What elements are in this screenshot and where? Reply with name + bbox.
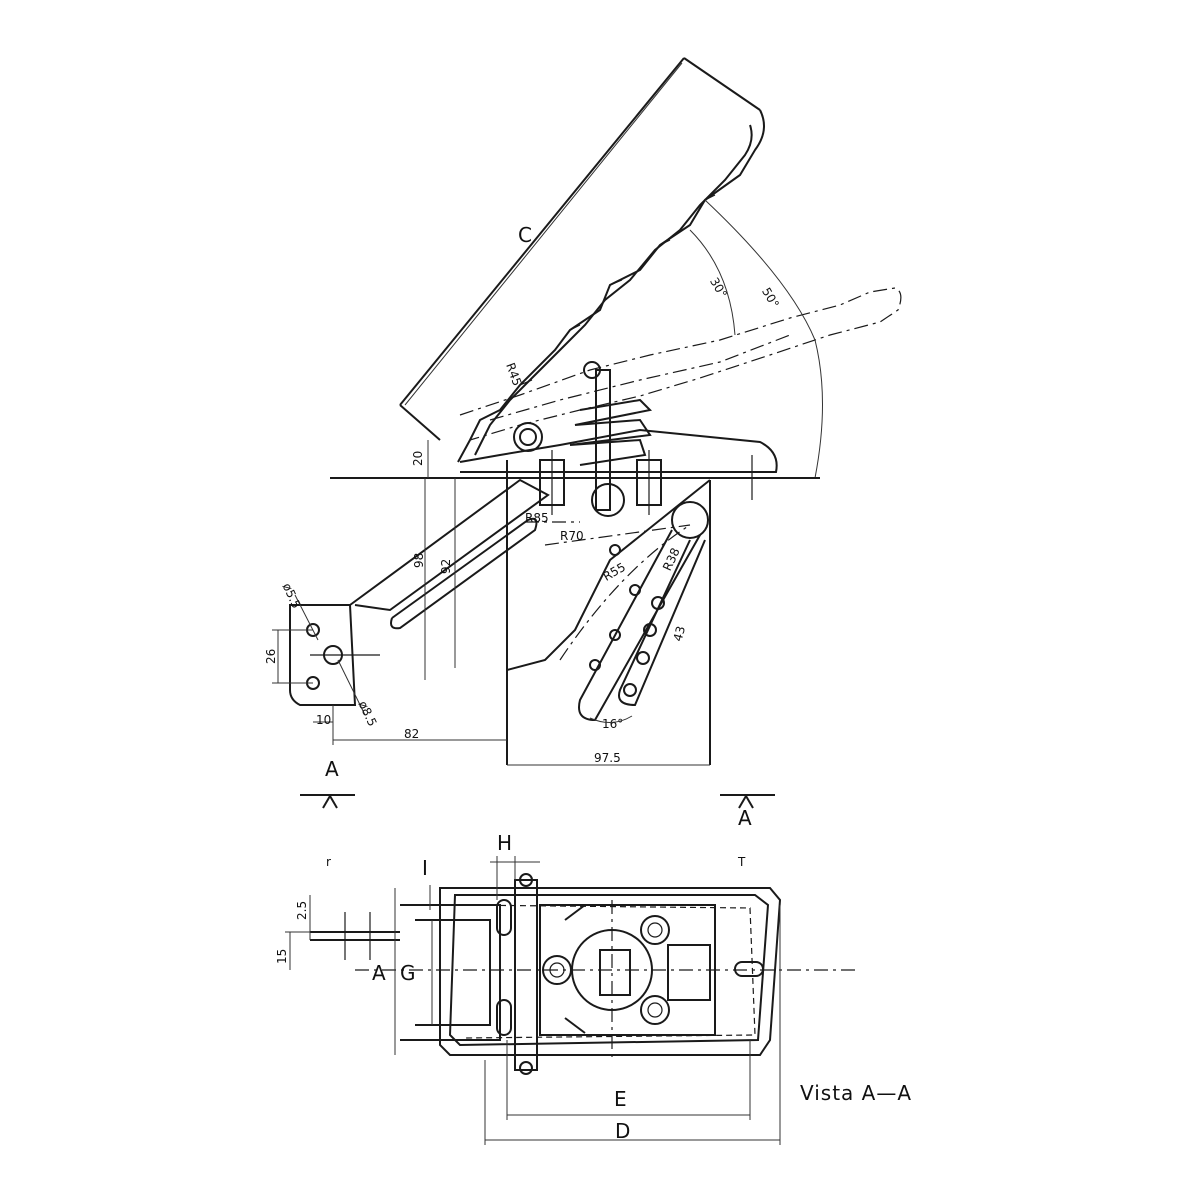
body-inner: [448, 894, 770, 1047]
h-bar-bot: [519, 1061, 533, 1075]
section-arrow-left: [322, 794, 338, 809]
plan-view: 2.5 15 A G I H E D Vista A—A r T: [275, 831, 912, 1145]
radius-r38: R38: [660, 546, 683, 573]
arm-hole-1: [589, 659, 601, 671]
label-g: G: [400, 961, 416, 985]
body-outline: [439, 887, 782, 1056]
nut-bot: [640, 995, 670, 1025]
arc-large: [559, 524, 691, 661]
arm-hole-6: [636, 651, 650, 665]
pivot-inner: [519, 428, 537, 446]
angle-30: 30°: [707, 275, 730, 300]
right-slot: [734, 961, 764, 977]
pivot-outer: [513, 422, 543, 452]
dim-98: 98: [412, 553, 426, 568]
lever-slot: [390, 517, 538, 630]
arc-50: [704, 199, 823, 479]
arm-pivot: [671, 501, 709, 539]
nut-top-in: [647, 922, 663, 938]
slot-bot: [496, 999, 512, 1036]
pedal-depressed-inner: [489, 334, 791, 421]
lever-arm: [349, 478, 550, 612]
angle-50: 50°: [759, 285, 782, 310]
hex-block: [667, 944, 711, 1001]
label-c: C: [518, 223, 532, 247]
mount-plate: [289, 604, 357, 706]
dim-20: 20: [411, 451, 425, 466]
pedal-lower-edge: [399, 404, 441, 441]
rod-block: [599, 949, 631, 996]
dim-15: 15: [275, 949, 289, 964]
label-i: I: [422, 856, 428, 880]
bracket-body: [506, 479, 711, 671]
dim-97-5: 97.5: [594, 751, 621, 765]
base-plate: [459, 428, 778, 473]
dim-10: 10: [316, 713, 331, 727]
pedal-top-cap: [683, 57, 761, 111]
side-view: C 30° 50° R45: [264, 57, 902, 830]
mark-right-tick: T: [737, 855, 746, 869]
left-clamp: [400, 904, 501, 1041]
dim-2-5: 2.5: [295, 901, 309, 920]
arm-hole-3: [629, 584, 641, 596]
arm-hole-5: [643, 623, 657, 637]
arc-30: [689, 229, 736, 336]
arm-hole-4: [651, 596, 665, 610]
arc-16: [589, 715, 633, 723]
dim-phi5-5: ø5.5: [280, 581, 304, 611]
rod-bottom-joint: [591, 483, 625, 517]
pedal-depressed-outline: [459, 287, 902, 441]
dim-43: 43: [671, 624, 688, 642]
body-hidden: [459, 904, 756, 1039]
nut-top: [640, 915, 670, 945]
label-h: H: [497, 831, 512, 855]
dim-26: 26: [264, 649, 278, 664]
section-arrow-right: [738, 794, 754, 809]
label-plan-a: A: [372, 961, 386, 985]
dim-c-line: [404, 62, 683, 406]
slot-diag-1: [564, 904, 586, 921]
pedal-top-edge: [399, 57, 685, 406]
h-bar: [514, 879, 538, 1071]
radius-r70: R70: [560, 529, 584, 543]
dim-phi8-5: ø8.5: [356, 699, 380, 729]
phi5-leader: [294, 594, 319, 641]
phi8-leader: [337, 659, 366, 716]
bellows: [569, 398, 653, 466]
section-mark-left: A: [325, 757, 339, 781]
label-e: E: [614, 1087, 627, 1111]
view-title: Vista A—A: [800, 1081, 912, 1105]
push-rod: [595, 369, 611, 511]
arm-hole-7: [623, 683, 637, 697]
rod-top-joint: [583, 361, 601, 379]
slot-diag-2: [564, 1017, 586, 1034]
left-clamp-inner: [415, 919, 491, 1026]
nut-bot-in: [647, 1002, 663, 1018]
mark-left-tick: r: [326, 855, 331, 869]
pedal-inner-face: [474, 124, 753, 456]
adjust-arm-2: [618, 539, 706, 707]
radius-r45: R45: [503, 361, 524, 388]
section-mark-right: A: [738, 806, 752, 830]
angle-16: 16°: [602, 717, 623, 731]
dim-92: 92: [439, 559, 453, 574]
label-d: D: [615, 1119, 630, 1143]
arm-hole-2: [609, 629, 621, 641]
pedal-ribs: [519, 194, 716, 386]
radius-r85: R85: [525, 511, 549, 525]
slot-top: [496, 899, 512, 936]
arm-hole-8: [609, 544, 621, 556]
dim-82: 82: [404, 727, 419, 741]
h-bar-top: [519, 873, 533, 887]
arc-r70: [544, 524, 691, 546]
